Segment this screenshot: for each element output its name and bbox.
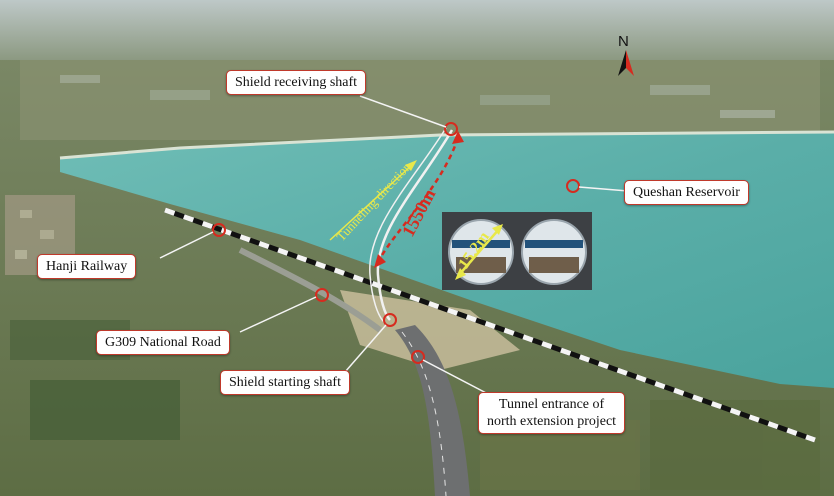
national-road-marker bbox=[315, 288, 329, 302]
distant-haze bbox=[0, 0, 834, 60]
leader-start bbox=[344, 324, 387, 373]
tunnel-entrance-marker bbox=[411, 350, 425, 364]
leader-entrance bbox=[422, 359, 491, 396]
receiving-shaft-marker bbox=[444, 122, 458, 136]
reservoir-marker bbox=[566, 179, 580, 193]
leader-receiving bbox=[359, 95, 447, 128]
highway bbox=[395, 325, 470, 496]
tunnel-cross-section bbox=[442, 212, 592, 290]
leader-reservoir bbox=[578, 186, 629, 192]
label-starting-shaft: Shield starting shaft bbox=[220, 370, 350, 395]
label-reservoir: Queshan Reservoir bbox=[624, 180, 749, 205]
arrow-head-bottom bbox=[374, 254, 386, 268]
railway-marker bbox=[212, 223, 226, 237]
reservoir-shore bbox=[59, 130, 834, 160]
tunnel-length-arrow bbox=[376, 137, 460, 263]
starting-shaft-marker bbox=[383, 313, 397, 327]
north-letter: N bbox=[618, 33, 629, 50]
diameter-arrow bbox=[457, 227, 501, 277]
label-national-road: G309 National Road bbox=[96, 330, 230, 355]
tunneling-direction-arrow bbox=[329, 164, 413, 241]
leader-railway bbox=[159, 231, 214, 259]
label-receiving-shaft: Shield receiving shaft bbox=[226, 70, 367, 95]
north-arrow-icon bbox=[618, 50, 634, 76]
distant-town bbox=[20, 60, 820, 140]
label-railway: Hanji Railway bbox=[37, 254, 137, 279]
arrow-head-top bbox=[452, 131, 464, 144]
leader-road bbox=[239, 296, 317, 333]
tunnel-entrance-line1: Tunnel entrance of bbox=[498, 397, 605, 412]
tunnel-entrance-line2: north extension project bbox=[487, 414, 617, 429]
label-tunnel-entrance: Tunnel entrance of north extension proje… bbox=[478, 392, 626, 434]
